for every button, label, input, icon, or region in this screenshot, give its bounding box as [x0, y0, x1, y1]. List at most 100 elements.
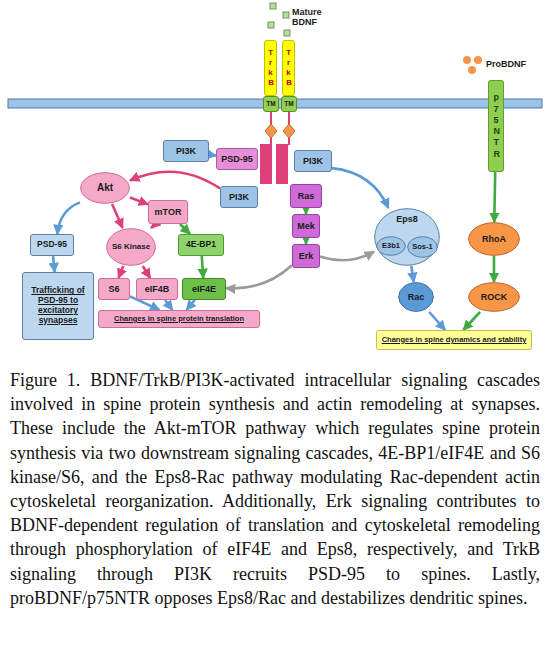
node-label: mTOR — [155, 207, 182, 217]
signal-arrow — [332, 168, 388, 208]
signal-arrow — [143, 266, 150, 278]
probdnf-molecule — [463, 56, 471, 64]
protein-ellipse: Akt — [80, 172, 130, 204]
receptor-bar: TrkB — [282, 40, 295, 96]
ellipse-shape — [107, 229, 156, 266]
node-label: Eps8 — [396, 214, 418, 224]
protein-ellipse: E3b1 — [376, 236, 406, 256]
ellipse-shape — [469, 283, 520, 312]
protein-ellipse: ROCK — [468, 282, 520, 312]
molecule-label: Mature BDNF — [292, 8, 336, 28]
node-label: eIF4B — [145, 284, 170, 294]
signal-arrow — [180, 224, 190, 234]
vertical-label: p75NTR — [494, 92, 499, 160]
ellipse-shape — [375, 209, 440, 266]
bdnf-molecule — [283, 12, 289, 18]
outcome-box: Changes in spine dynamics and stability — [376, 330, 532, 350]
bdnf-molecule — [284, 30, 290, 36]
signal-arrow — [130, 172, 220, 189]
receptor-tail — [276, 144, 288, 184]
signal-arrow — [493, 256, 496, 282]
protein-box: Mek — [292, 214, 320, 238]
signal-arrow — [118, 266, 123, 278]
protein-box: PI3K — [220, 186, 258, 208]
node-label: TM — [284, 100, 293, 107]
node-label: Mek — [297, 221, 315, 231]
bdnf-molecule — [268, 22, 274, 28]
ellipse-shape — [408, 237, 438, 258]
node-label: Changes in spine dynamics and stability — [380, 335, 529, 346]
probdnf-molecule — [468, 66, 476, 74]
ellipse-shape — [377, 237, 406, 256]
protein-box: mTOR — [148, 200, 188, 224]
protein-ellipse: RhoA — [468, 222, 520, 256]
node-label: PSD-95 — [37, 240, 67, 250]
signal-arrow — [320, 252, 374, 261]
node-label: ROCK — [481, 292, 508, 302]
protein-box: eIF4E — [182, 278, 226, 300]
signal-arrow — [57, 202, 80, 234]
protein-ellipse: S6 Kinase — [106, 228, 156, 266]
signal-arrow — [130, 198, 148, 205]
outcome-box: Changes in spine protein translation — [98, 310, 260, 328]
protein-box: PI3K — [294, 150, 332, 172]
signal-arrow — [411, 266, 413, 282]
transmembrane-box: TM — [281, 96, 297, 112]
figure-caption: Figure 1. BDNF/TrkB/PI3K-activated intra… — [10, 368, 540, 610]
node-label: S6 — [108, 284, 119, 294]
protein-box: Erk — [292, 244, 320, 268]
node-label: eIF4E — [192, 284, 216, 294]
protein-box: PI3K — [163, 140, 209, 162]
protein-box: PSD-95 — [216, 148, 258, 170]
outcome-box: Trafficking of PSD-95 to excitatory syna… — [22, 272, 94, 340]
receptor-tail — [260, 144, 272, 184]
diagram-area: TrkBTrkBp75NTRTMTMPI3KPSD-95PI3KPI3KRasA… — [0, 0, 550, 362]
signal-arrow — [202, 256, 204, 278]
node-label: Trafficking of PSD-95 to excitatory syna… — [23, 285, 93, 326]
node-label: Ras — [298, 191, 315, 201]
transmembrane-box: TM — [263, 96, 279, 112]
node-label: RhoA — [482, 234, 506, 244]
signal-arrow — [53, 256, 55, 272]
node-label: Akt — [97, 182, 113, 194]
ellipse-shape — [469, 223, 520, 256]
cell-membrane — [8, 99, 542, 108]
node-label: PSD-95 — [221, 154, 253, 164]
node-label: Erk — [299, 251, 314, 261]
protein-ellipse: Sos-1 — [407, 236, 438, 258]
protein-box: eIF4B — [136, 278, 178, 300]
protein-box: 4E-BP1 — [178, 234, 224, 256]
signal-arrow — [165, 300, 172, 310]
signal-arrow — [493, 172, 496, 222]
protein-box: Ras — [290, 184, 322, 208]
node-label: Changes in spine protein translation — [112, 314, 246, 325]
signal-arrow — [151, 224, 155, 228]
ellipse-shape — [399, 283, 434, 312]
protein-ellipse: Rac — [398, 282, 434, 312]
vertical-label: TrkB — [286, 48, 290, 88]
phospho-site — [265, 124, 277, 138]
bdnf-molecule — [270, 3, 276, 9]
node-label: Sos-1 — [412, 243, 432, 252]
protein-box: S6 — [98, 278, 130, 300]
node-label: PI3K — [176, 146, 196, 156]
node-label: Rac — [408, 292, 425, 302]
phospho-site — [283, 124, 295, 138]
receptor-bar: TrkB — [264, 40, 277, 96]
node-label: S6 Kinase — [112, 242, 150, 251]
signal-arrow — [187, 300, 195, 310]
protein-box: PSD-95 — [30, 234, 74, 256]
vertical-label: TrkB — [268, 48, 272, 88]
signal-arrow — [463, 312, 480, 330]
receptor-bar: p75NTR — [488, 80, 504, 172]
node-label: 4E-BP1 — [186, 240, 216, 250]
ellipse-shape — [81, 173, 130, 204]
node-label: PI3K — [229, 192, 249, 202]
node-label: TM — [266, 100, 275, 107]
protein-complex: Eps8E3b1 Sos-1 — [374, 208, 440, 266]
node-label: E3b1 — [382, 242, 400, 251]
node-label: PI3K — [303, 156, 323, 166]
signal-arrow — [209, 155, 216, 156]
molecule-label: ProBDNF — [486, 60, 536, 70]
probdnf-molecule — [474, 56, 482, 64]
